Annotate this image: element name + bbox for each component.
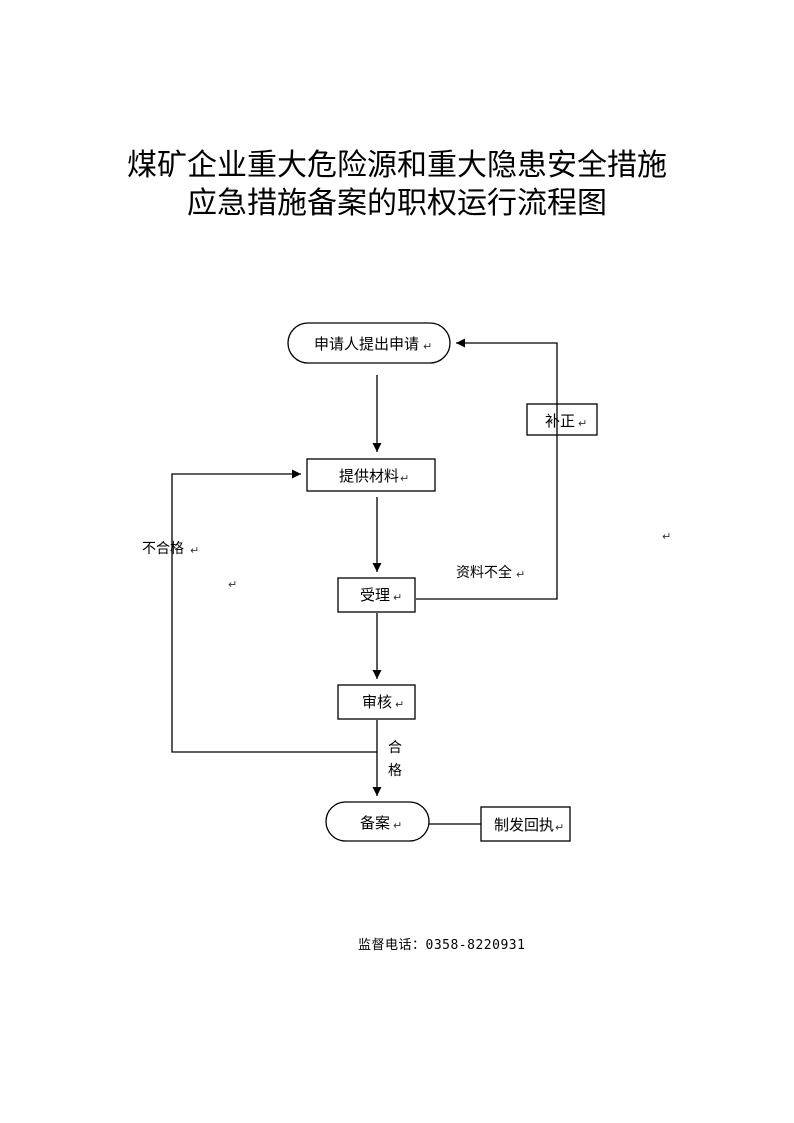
label-pass-1: 合 — [388, 740, 402, 756]
arrow-fail-loop — [171, 469, 377, 753]
arrow-incomplete-loop — [416, 338, 558, 600]
node-correct: 补正 ↵ — [526, 403, 598, 436]
node-accept-label: 受理 — [360, 586, 390, 604]
supervision-phone: 监督电话：0358-8220931 — [358, 938, 526, 953]
node-materials-label: 提供材料 — [339, 467, 399, 485]
node-materials: 提供材料 ↵ — [306, 458, 436, 492]
node-apply-label: 申请人提出申请 — [314, 335, 419, 353]
node-review: 审核 ↵ — [337, 684, 416, 720]
node-receipt: 制发回执 ↵ — [480, 806, 571, 842]
return-mark: ↵ — [393, 819, 402, 832]
title-line-1: 煤矿企业重大危险源和重大隐患安全措施 — [127, 148, 667, 183]
title-line-2: 应急措施备案的职权运行流程图 — [187, 186, 607, 221]
node-review-label: 审核 — [362, 693, 392, 711]
node-receipt-label: 制发回执 — [494, 816, 554, 834]
return-mark: ↵ — [555, 821, 564, 834]
return-mark: ↵ — [228, 578, 237, 591]
node-record-label: 备案 — [360, 814, 390, 832]
return-mark: ↵ — [662, 530, 671, 543]
return-mark: ↵ — [400, 472, 409, 485]
label-incomplete: 资料不全 — [456, 564, 512, 581]
node-record: 备案 ↵ — [325, 801, 430, 842]
return-mark: ↵ — [393, 591, 402, 604]
return-mark: ↵ — [190, 544, 199, 557]
return-mark: ↵ — [423, 340, 432, 353]
label-pass-2: 格 — [388, 763, 402, 779]
label-fail: 不合格 — [142, 541, 184, 557]
node-accept: 受理 ↵ — [337, 577, 416, 613]
return-mark: ↵ — [395, 698, 404, 711]
return-mark: ↵ — [516, 568, 525, 581]
node-apply: 申请人提出申请 ↵ — [287, 322, 451, 364]
node-correct-label: 补正 — [545, 412, 575, 430]
return-mark: ↵ — [578, 417, 587, 430]
